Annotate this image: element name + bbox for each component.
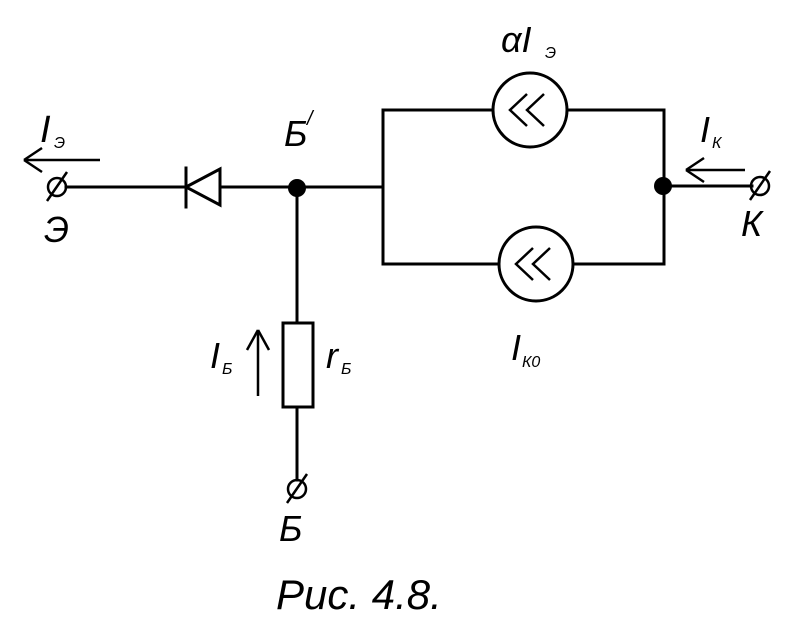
base-current-subscript: Б — [222, 361, 232, 378]
emitter-terminal-label: Э — [44, 209, 69, 250]
base-current-label: I — [210, 335, 220, 376]
emitter-current-subscript: Э — [54, 135, 65, 152]
diode-symbol — [182, 166, 222, 209]
leakage-generator-subscript: К0 — [522, 354, 540, 371]
collector-current-label: I — [700, 109, 710, 150]
figure-caption: Рис. 4.8. — [276, 571, 442, 618]
emitter-terminal — [45, 171, 69, 202]
alpha-generator-subscript: Э — [545, 45, 556, 62]
base-resistor-label: r — [326, 335, 340, 376]
leakage-generator-label: I — [511, 327, 521, 368]
parallel-generators-frame — [381, 108, 666, 266]
base-terminal — [285, 473, 309, 504]
base-terminal-label: Б — [279, 508, 302, 549]
alpha-current-generator — [491, 71, 569, 149]
emitter-current-arrow — [23, 146, 100, 174]
internal-base-label: Б — [284, 113, 307, 154]
collector-terminal — [748, 170, 772, 201]
emitter-current-label: I — [40, 109, 51, 151]
collector-current-subscript: К — [712, 135, 723, 152]
collector-terminal-label: К — [741, 203, 764, 244]
collector-current-arrow — [685, 156, 745, 184]
internal-base-prime: / — [305, 108, 315, 130]
leakage-current-generator — [497, 225, 575, 303]
base-resistor-subscript: Б — [341, 361, 351, 378]
base-resistor-symbol — [281, 321, 315, 409]
alpha-generator-label: αI — [501, 19, 532, 60]
base-current-arrow — [245, 329, 271, 396]
